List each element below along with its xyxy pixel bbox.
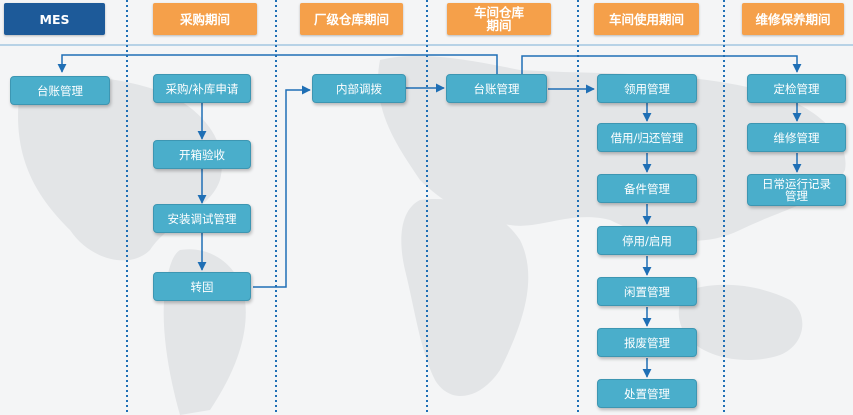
- node-requisition[interactable]: 领用管理: [597, 74, 697, 103]
- node-scrap[interactable]: 报废管理: [597, 328, 697, 357]
- node-unpack-inspect[interactable]: 开箱验收: [153, 140, 251, 169]
- node-stop-enable[interactable]: 停用/启用: [597, 226, 697, 255]
- header-factory-warehouse-period: 厂级仓库期间: [300, 3, 403, 35]
- header-maintenance-period: 维修保养期间: [742, 3, 844, 35]
- node-internal-allocation[interactable]: 内部调拨: [312, 74, 406, 103]
- node-spare-parts[interactable]: 备件管理: [597, 174, 697, 203]
- node-purchase-request[interactable]: 采购/补库申请: [153, 74, 251, 103]
- node-workshop-ledger[interactable]: 台账管理: [446, 74, 547, 103]
- node-disposal[interactable]: 处置管理: [597, 379, 697, 408]
- header-mes: MES: [4, 3, 105, 35]
- node-periodic-check[interactable]: 定检管理: [747, 74, 846, 103]
- node-borrow-return[interactable]: 借用/归还管理: [597, 123, 697, 152]
- node-repair[interactable]: 维修管理: [747, 123, 846, 152]
- node-mes-ledger[interactable]: 台账管理: [10, 76, 110, 105]
- header-purchase-period: 采购期间: [153, 3, 257, 35]
- header-workshop-use-period: 车间使用期间: [594, 3, 699, 35]
- node-transfer-fixed[interactable]: 转固: [153, 272, 251, 301]
- node-idle[interactable]: 闲置管理: [597, 277, 697, 306]
- header-workshop-warehouse-period: 车间仓库期间: [447, 3, 551, 35]
- node-daily-record[interactable]: 日常运行记录管理: [747, 174, 846, 206]
- node-install-debug[interactable]: 安装调试管理: [153, 204, 251, 233]
